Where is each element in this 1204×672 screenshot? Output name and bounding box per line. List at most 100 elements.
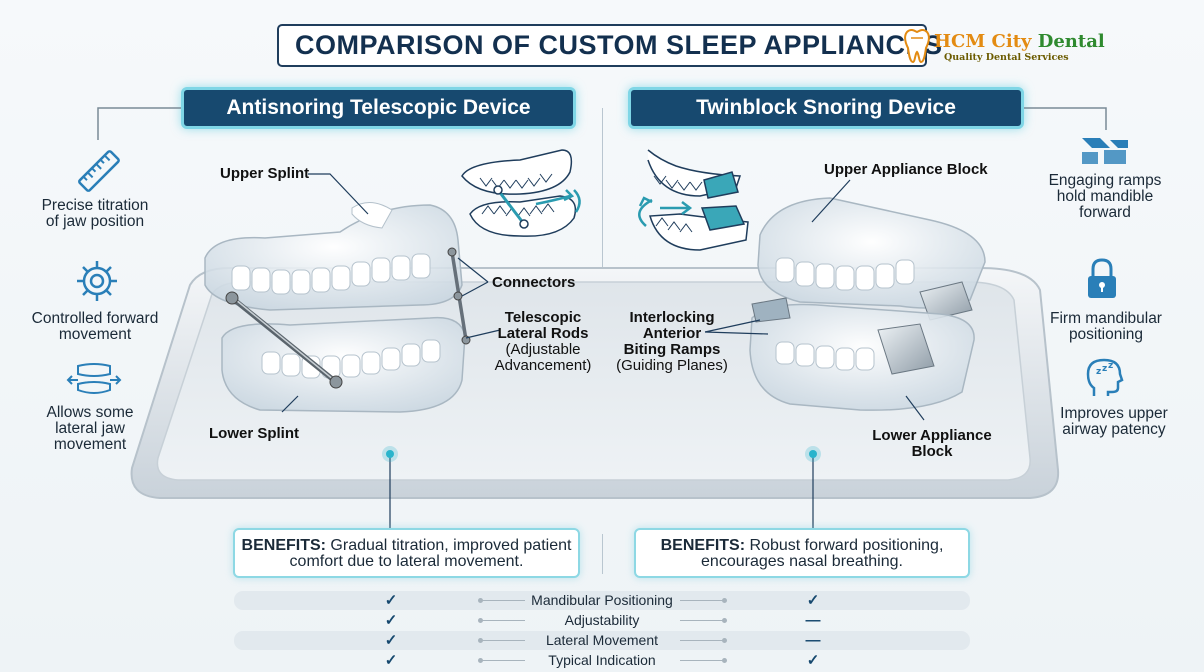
label-biting-ramps: Interlocking Anterior Biting Ramps (Guid… xyxy=(612,310,732,374)
telescopic-inset-diagram xyxy=(461,149,581,237)
feature-precise-titration: Precise titration of jaw position xyxy=(20,198,170,230)
logo-name: HCM City Dental xyxy=(934,31,1105,52)
feature-line: Firm mandibular xyxy=(1050,310,1162,327)
benefits-label: BENEFITS: xyxy=(660,537,746,554)
feature-line: of jaw position xyxy=(45,213,145,230)
right-mark: — xyxy=(805,612,821,629)
lock-icon xyxy=(1088,258,1116,298)
row-dot xyxy=(722,658,727,663)
label-line: Anterior xyxy=(642,325,702,342)
benefit-connectors xyxy=(382,446,821,528)
logo: HCM City Dental Quality Dental Services xyxy=(902,28,1105,68)
right-mark: — xyxy=(805,632,821,649)
feature-line: movement xyxy=(58,326,132,343)
label-line: Block xyxy=(911,443,953,460)
row-line xyxy=(481,660,525,661)
left-mark: ✓ xyxy=(384,632,398,649)
row-dot xyxy=(722,638,727,643)
feature-line: Engaging ramps xyxy=(1048,172,1162,189)
comparison-label: Lateral Movement xyxy=(545,632,659,648)
logo-name-part2: Dental xyxy=(1031,31,1105,52)
label-line: Lateral Rods xyxy=(497,325,589,342)
benefits-text: Gradual titration, improved patient xyxy=(325,537,572,554)
label-line: Interlocking xyxy=(629,309,715,326)
sleep-head-icon: z z z xyxy=(1086,358,1124,396)
label-line: Lower Appliance xyxy=(872,427,992,444)
feature-line: movement xyxy=(53,436,127,453)
row-line xyxy=(680,640,724,641)
left-mark: ✓ xyxy=(384,652,398,669)
logo-tagline: Quality Dental Services xyxy=(944,52,1069,63)
label-lower-block: Lower Appliance Block xyxy=(872,428,992,460)
feature-line: Controlled forward xyxy=(31,310,159,327)
label-lower-splint: Lower Splint xyxy=(209,425,299,442)
feature-engaging-ramps: Engaging ramps hold mandible forward xyxy=(1040,173,1170,221)
label-upper-block: Upper Appliance Block xyxy=(824,161,988,178)
comparison-row: ✓ Adjustability — xyxy=(234,611,970,630)
benefits-line: BENEFITS: Gradual titration, improved pa… xyxy=(235,538,578,554)
right-mark: ✓ xyxy=(806,592,820,609)
benefits-text: encourages nasal breathing. xyxy=(701,553,903,570)
row-line xyxy=(481,640,525,641)
feature-line: forward xyxy=(1079,204,1131,221)
twinblock-inset-diagram xyxy=(638,149,749,251)
row-line xyxy=(481,620,525,621)
label-line: Advancement) xyxy=(494,357,592,374)
left-device-header: Antisnoring Telescopic Device xyxy=(181,87,576,129)
twinblock-device xyxy=(749,197,986,411)
feature-controlled-movement: Controlled forward movement xyxy=(20,311,170,343)
callout-lines xyxy=(281,173,925,421)
lateral-jaw-icon xyxy=(66,363,122,394)
feature-firm-positioning: Firm mandibular positioning xyxy=(1036,311,1176,343)
benefits-line: BENEFITS: Robust forward positioning, xyxy=(636,538,968,554)
comparison-row: ✓ Lateral Movement — xyxy=(234,631,970,650)
logo-name-part1: HCM City xyxy=(934,31,1032,52)
row-dot xyxy=(722,598,727,603)
title-box: COMPARISON OF CUSTOM SLEEP APPLIANCES xyxy=(277,24,942,67)
label-line: Telescopic xyxy=(504,309,582,326)
label-line: (Adjustable xyxy=(505,341,581,358)
comparison-label: Typical Indication xyxy=(548,652,656,668)
label-line: Biting Ramps xyxy=(623,341,721,358)
row-dot xyxy=(478,658,483,663)
svg-text:z: z xyxy=(1108,361,1113,371)
row-dot xyxy=(722,618,727,623)
row-dot xyxy=(478,638,483,643)
left-mark: ✓ xyxy=(384,612,398,629)
label-upper-splint: Upper Splint xyxy=(220,165,310,182)
svg-text:z: z xyxy=(1096,367,1101,377)
label-connectors: Connectors xyxy=(492,274,576,291)
left-mark: ✓ xyxy=(384,592,398,609)
feature-line: airway patency xyxy=(1062,421,1166,438)
feature-line: Improves upper xyxy=(1060,405,1168,422)
tooth-logo-icon xyxy=(904,28,930,64)
row-dot xyxy=(478,618,483,623)
gear-icon xyxy=(77,261,117,301)
benefits-divider xyxy=(602,534,603,574)
comparison-label: Adjustability xyxy=(564,612,640,628)
row-dot xyxy=(478,598,483,603)
row-line xyxy=(680,620,724,621)
row-line xyxy=(680,600,724,601)
feature-line: lateral jaw xyxy=(55,420,125,437)
ramps-icon xyxy=(1082,138,1128,164)
row-line xyxy=(481,600,525,601)
row-line xyxy=(680,660,724,661)
feature-lateral-movement: Allows some lateral jaw movement xyxy=(20,405,160,453)
benefits-text: Robust forward positioning, xyxy=(745,537,944,554)
telescopic-device xyxy=(204,202,471,413)
benefits-text: comfort due to lateral movement. xyxy=(289,553,524,570)
svg-text:z: z xyxy=(1102,364,1107,374)
feature-line: hold mandible xyxy=(1056,188,1154,205)
right-benefits-box: BENEFITS: Robust forward positioning, en… xyxy=(634,528,970,578)
benefits-label: BENEFITS: xyxy=(241,537,326,554)
feature-line: positioning xyxy=(1068,326,1144,343)
right-mark: ✓ xyxy=(806,652,820,669)
feature-line: Precise titration xyxy=(41,197,149,214)
label-telescopic-rods: Telescopic Lateral Rods (Adjustable Adva… xyxy=(486,310,600,374)
comparison-label: Mandibular Positioning xyxy=(531,592,673,608)
comparison-row: ✓ Mandibular Positioning ✓ xyxy=(234,591,970,610)
ruler-icon xyxy=(78,150,120,192)
